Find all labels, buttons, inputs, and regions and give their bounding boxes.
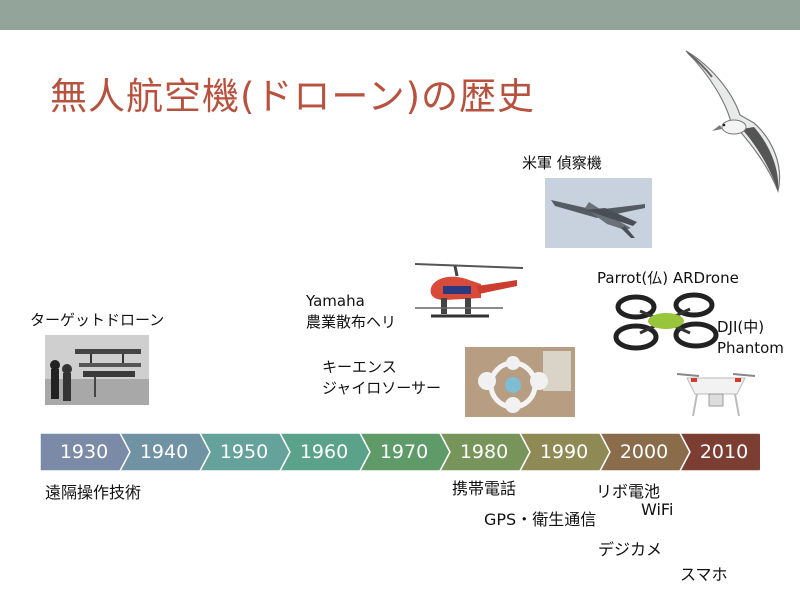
top-banner: [0, 0, 800, 30]
parrot-label: Parrot(仏) ARDrone: [597, 269, 739, 287]
military-label: 米軍 偵察機: [522, 154, 602, 172]
timeline-chevron-1950: [199, 433, 291, 471]
event-lithium-battery: リボ電池: [596, 482, 661, 501]
decade-timeline: 1930 1940 1950 1960 1970 1980 1990 2000 …: [40, 433, 760, 471]
event-remote-control: 遠隔操作技術: [45, 483, 142, 502]
target-drone-photo: [45, 335, 149, 405]
yamaha-helicopter-photo: [385, 250, 530, 330]
timeline-chevron-2010: [679, 433, 760, 471]
decade-1950: 1950: [219, 441, 269, 463]
timeline-chevron-1970: [359, 433, 451, 471]
timeline-chevron-1960: [279, 433, 371, 471]
dji-label: DJI(中) Phantom: [717, 317, 784, 359]
decade-1970: 1970: [379, 441, 429, 463]
timeline-chevrons: [40, 433, 760, 471]
yamaha-label-line2: 農業散布ヘリ: [306, 313, 397, 331]
decade-2010: 2010: [699, 441, 749, 463]
decade-2000: 2000: [619, 441, 669, 463]
decade-1930: 1930: [59, 441, 109, 463]
yamaha-label-line1: Yamaha: [306, 292, 365, 310]
decade-1980: 1980: [459, 441, 509, 463]
timeline-chevron-1940: [119, 433, 211, 471]
timeline-chevron-1980: [439, 433, 531, 471]
yamaha-label: Yamaha 農業散布ヘリ: [306, 291, 396, 333]
event-wifi: WiFi: [641, 500, 674, 519]
slide-title: 無人航空機(ドローン)の歴史: [50, 75, 536, 118]
seagull-illustration: [685, 50, 781, 194]
keyence-label-line2: ジャイロソーサー: [322, 379, 441, 397]
timeline-chevron-1990: [519, 433, 611, 471]
keyence-label-line1: キーエンス: [322, 358, 397, 376]
target-drone-label: ターゲットドローン: [30, 311, 165, 329]
dji-phantom-photo: [673, 364, 759, 420]
decade-1990: 1990: [539, 441, 589, 463]
event-smartphone: スマホ: [680, 565, 728, 584]
decade-1960: 1960: [299, 441, 349, 463]
timeline-chevron-2000: [599, 433, 691, 471]
keyence-label: キーエンス ジャイロソーサー: [322, 357, 441, 399]
military-drone-photo: [545, 178, 652, 248]
event-mobile-phone: 携帯電話: [452, 479, 517, 498]
parrot-ardrone-photo: [610, 287, 720, 355]
decade-1940: 1940: [139, 441, 189, 463]
event-gps-satellite: GPS・衛生通信: [484, 510, 597, 529]
event-digital-camera: デジカメ: [598, 540, 663, 559]
dji-label-line1: DJI(中): [717, 318, 765, 336]
keyence-gyrosaucer-photo: [465, 347, 575, 417]
dji-label-line2: Phantom: [717, 339, 784, 357]
